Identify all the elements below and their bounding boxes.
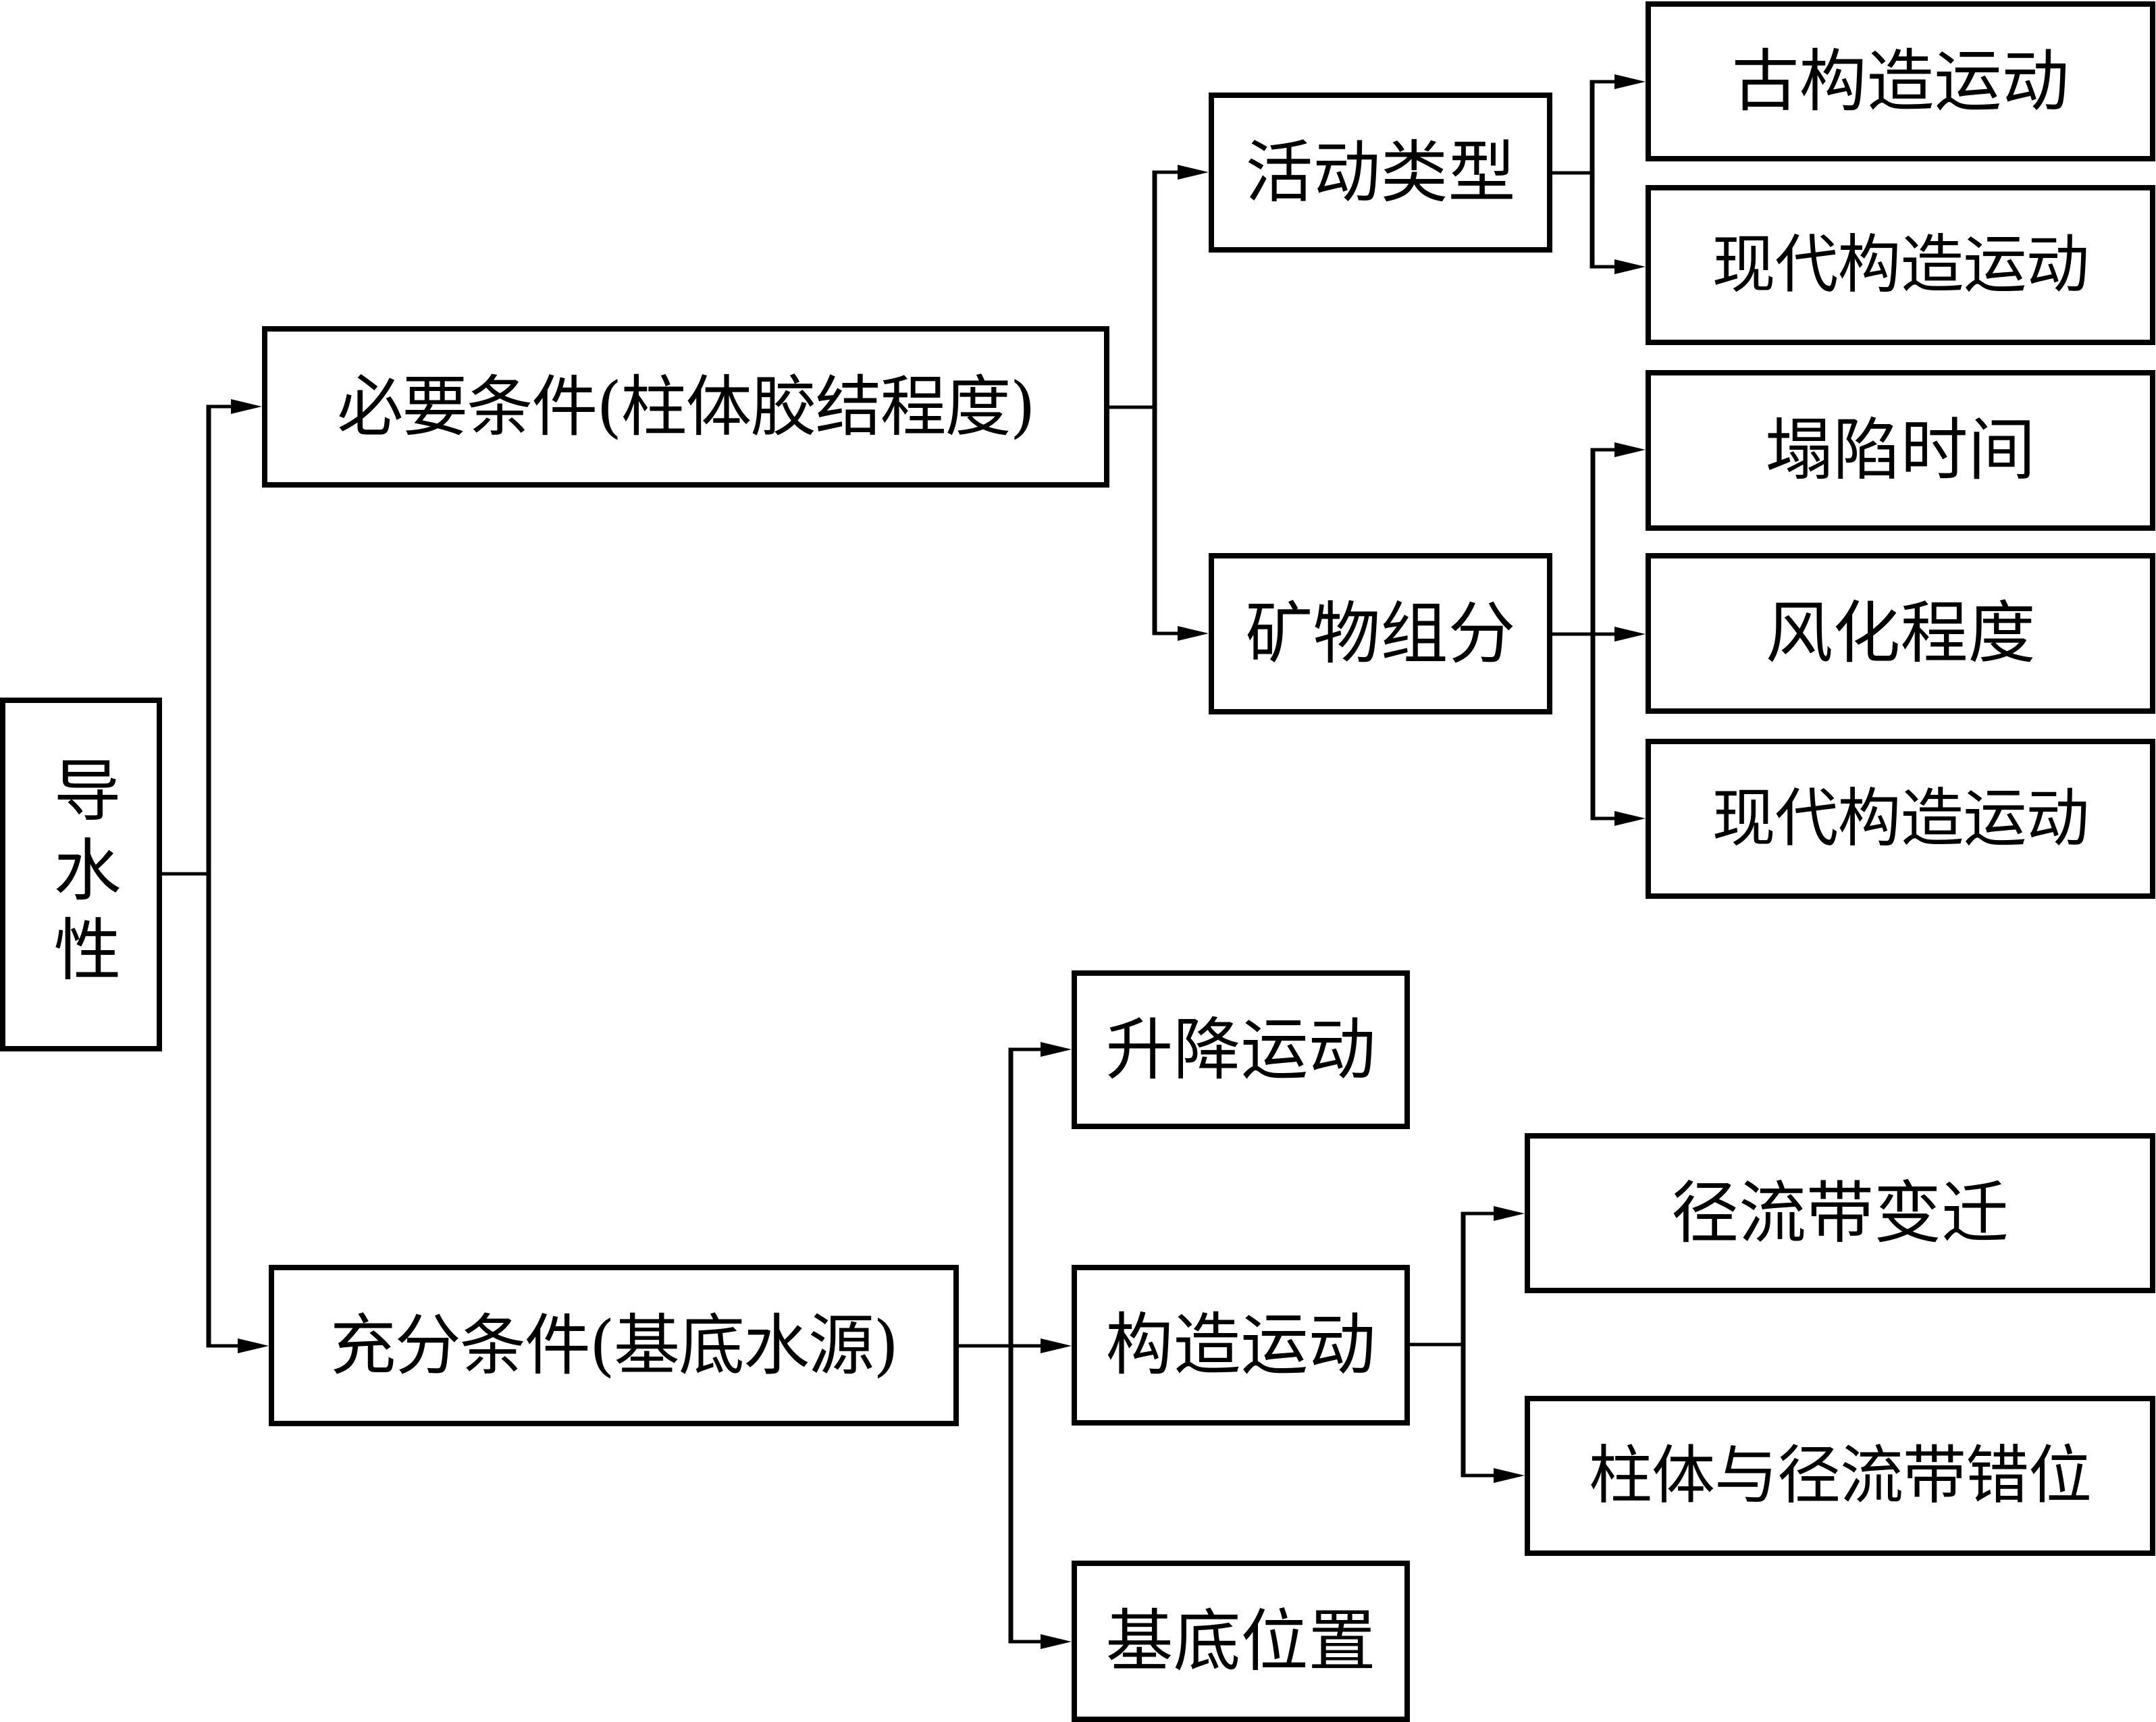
necessary-condition-node: 必要条件(柱体胶结程度)	[262, 326, 1109, 488]
tectonic-movement-label: 构造运动	[1105, 1305, 1376, 1384]
modern-tectonic-movement-node-2: 现代构造运动	[1646, 739, 2155, 899]
arrow-head-icon	[1041, 1338, 1072, 1353]
weathering-degree-label: 风化程度	[1765, 594, 2036, 673]
arrow-head-icon	[1614, 74, 1646, 89]
arrow-head-icon	[1178, 626, 1209, 641]
arrow-head-icon	[1494, 1468, 1525, 1483]
arrow-head-icon	[1041, 1634, 1072, 1649]
root-node-label: 导水性	[42, 755, 121, 994]
modern-tectonic-movement-label: 现代构造运动	[1712, 228, 2089, 302]
basement-position-node: 基底位置	[1072, 1561, 1410, 1722]
collapse-time-label: 塌陷时间	[1765, 411, 2036, 490]
arrow-head-icon	[238, 1338, 269, 1353]
activity-type-node: 活动类型	[1209, 93, 1552, 253]
runoff-zone-change-label: 径流带变迁	[1671, 1173, 2009, 1253]
column-runoff-zone-offset-node: 柱体与径流带错位	[1525, 1396, 2155, 1556]
arrow-head-icon	[1614, 627, 1646, 642]
sufficient-condition-label: 充分条件(基底水源)	[330, 1307, 899, 1384]
column-runoff-zone-offset-label: 柱体与径流带错位	[1588, 1438, 2092, 1513]
runoff-zone-change-node: 径流带变迁	[1525, 1133, 2155, 1293]
arrow-head-icon	[1614, 259, 1646, 274]
uplift-movement-label: 升降运动	[1105, 1010, 1376, 1089]
weathering-degree-node: 风化程度	[1646, 553, 2155, 714]
arrow-head-icon	[1614, 811, 1646, 826]
paleo-tectonic-movement-label: 古构造运动	[1731, 41, 2070, 121]
activity-type-label: 活动类型	[1245, 132, 1516, 212]
tectonic-movement-node: 构造运动	[1072, 1265, 1410, 1426]
mineral-composition-node: 矿物组分	[1209, 553, 1552, 714]
basement-position-label: 基底位置	[1105, 1601, 1376, 1681]
mineral-composition-label: 矿物组分	[1245, 594, 1516, 673]
necessary-condition-label: 必要条件(柱体胶结程度)	[337, 368, 1035, 446]
arrow-head-icon	[1178, 165, 1209, 180]
modern-tectonic-movement-node: 现代构造运动	[1646, 185, 2155, 345]
arrow-head-icon	[1041, 1042, 1072, 1057]
arrow-head-icon	[231, 399, 262, 414]
uplift-movement-node: 升降运动	[1072, 970, 1410, 1129]
arrow-head-icon	[1614, 442, 1646, 457]
modern-tectonic-movement-label-2: 现代构造运动	[1712, 781, 2089, 856]
arrow-head-icon	[1494, 1206, 1525, 1221]
sufficient-condition-node: 充分条件(基底水源)	[269, 1265, 959, 1426]
collapse-time-node: 塌陷时间	[1646, 370, 2155, 531]
paleo-tectonic-movement-node: 古构造运动	[1646, 1, 2155, 161]
root-node-water-conductivity: 导水性	[0, 698, 162, 1051]
